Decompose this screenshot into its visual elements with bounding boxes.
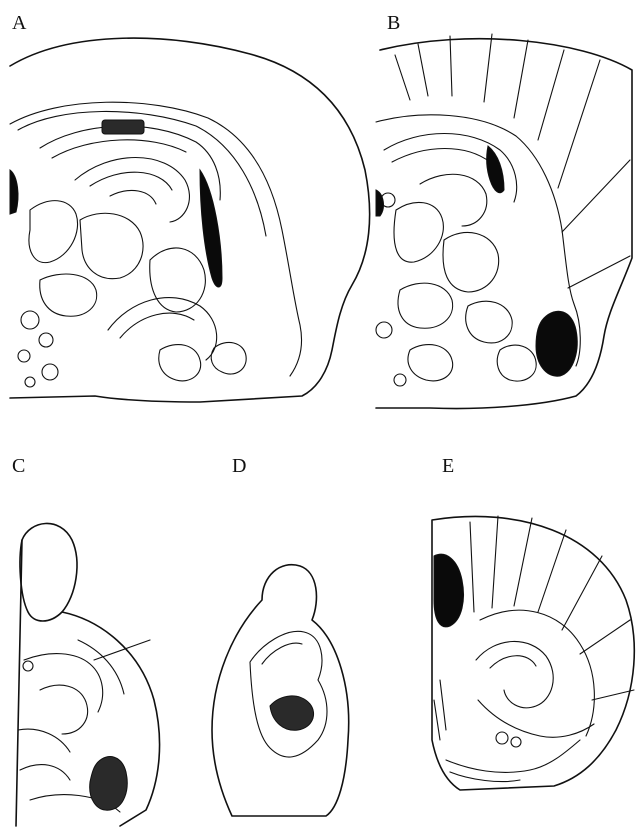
panel-c-lesion — [90, 757, 128, 811]
panel-a-lesion-dorsal — [102, 120, 144, 134]
panel-e-section — [432, 516, 634, 790]
panel-b-section — [376, 34, 632, 409]
panel-a-section — [10, 38, 370, 402]
panel-b-lesion — [536, 311, 577, 376]
panel-c-section — [16, 523, 160, 826]
panel-d-lesion — [270, 696, 314, 730]
panel-e-lesion — [434, 554, 464, 627]
panel-d-section — [212, 565, 349, 816]
